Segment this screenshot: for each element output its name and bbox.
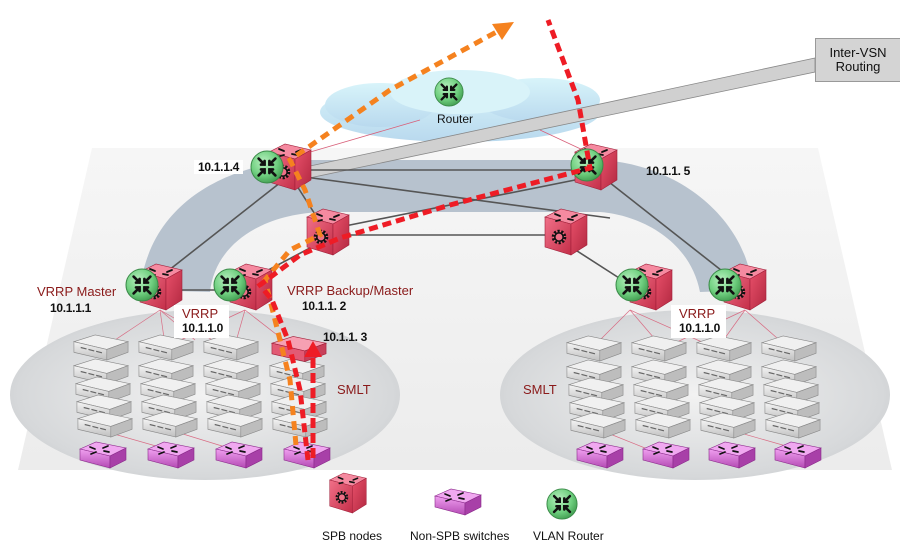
vrrp-master-ip: 10.1.1.1	[50, 301, 91, 315]
traffic-paths	[256, 19, 593, 461]
right-vrrp-label: VRRP	[679, 306, 716, 321]
red-arrowhead	[304, 341, 322, 357]
vrrp-backup-role: VRRP Backup/Master	[287, 283, 414, 298]
callout-line1: Inter-VSN	[829, 45, 887, 60]
core-band	[140, 160, 752, 292]
left-vrrp-label: VRRP	[182, 306, 219, 321]
right-vrrp-box: VRRP 10.1.1.0	[671, 305, 726, 338]
legend-spb-nodes-label: SPB nodes	[322, 529, 383, 543]
legend-spb-node-icon	[328, 471, 368, 515]
left-vrrp-box: VRRP 10.1.1.0	[174, 305, 229, 338]
legend-vlan-router-label: VLAN Router	[533, 529, 604, 543]
edge-switch-ip: 10.1.1. 3	[323, 330, 368, 344]
ip-label-top-right: 10.1.1. 5	[646, 164, 691, 178]
cloud-router-label: Router	[437, 112, 474, 126]
left-vrrp-ip: 10.1.1.0	[182, 321, 223, 335]
orange-arrowhead	[492, 22, 514, 40]
vrrp-backup-ip: 10.1.1. 2	[302, 299, 347, 313]
legend-non-spb-switches-label: Non-SPB switches	[410, 529, 510, 543]
vrrp-master-role: VRRP Master	[37, 284, 117, 299]
legend-vlan-router-icon	[547, 489, 577, 519]
left-smlt-label: SMLT	[337, 382, 371, 397]
legend-non-spb-switch-icon	[434, 488, 482, 516]
inter-vsn-routing-callout: Inter-VSN Routing	[815, 38, 900, 82]
right-smlt-label: SMLT	[523, 382, 557, 397]
orange-path	[262, 27, 502, 446]
ip-label-top-left: 10.1.1.4	[194, 160, 243, 174]
right-vrrp-ip: 10.1.1.0	[679, 321, 720, 335]
cloud	[320, 70, 600, 142]
callout-line2: Routing	[835, 59, 881, 74]
red-path	[256, 19, 593, 461]
